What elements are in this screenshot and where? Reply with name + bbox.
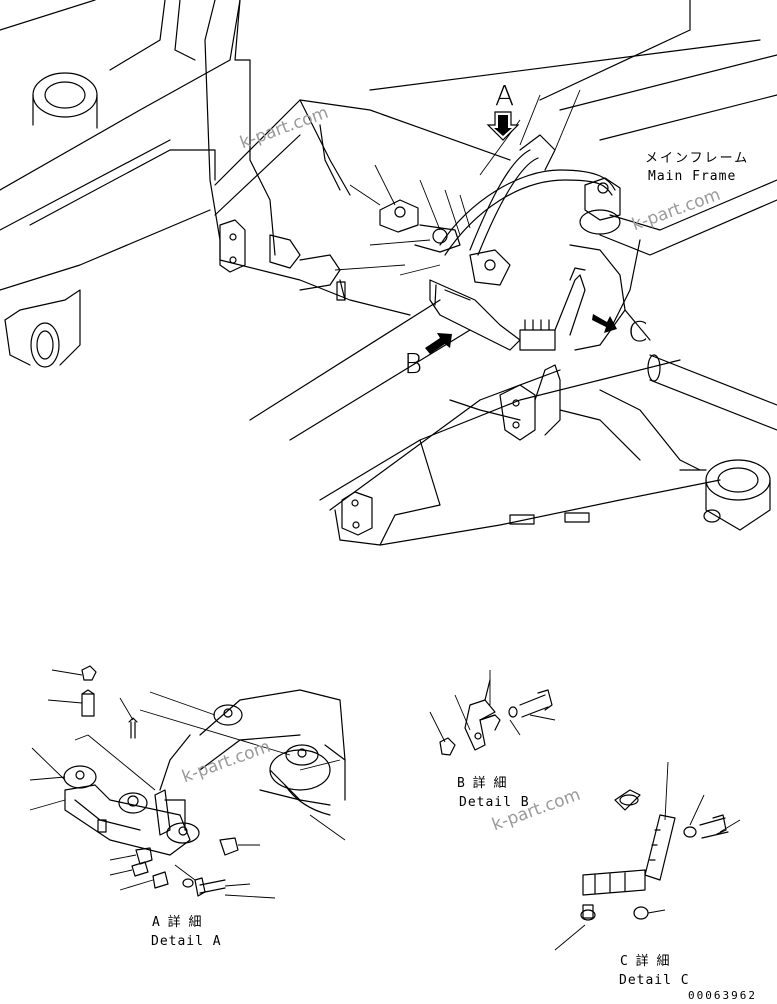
main-frame-label-jp: メインフレーム [645,151,750,166]
detail-a-caption-jp: A 詳 細 [152,915,202,930]
pivot-bushing-rear [679,459,771,531]
detail-b-caption-en: Detail B [459,795,530,810]
view-label-a: A [495,79,515,112]
pivot-bushing-upper [32,72,98,129]
view-label-b: B [404,347,423,380]
bracket-b [429,279,521,351]
detail-b-drawing [429,670,556,756]
view-arrow-c [592,314,617,333]
manifold-c [519,267,586,351]
detail-b-caption-jp: B 詳 細 [457,776,507,791]
detail-a-caption-en: Detail A [151,934,222,949]
mount-plate-left [341,491,373,536]
detail-c-caption-jp: C 詳 細 [620,954,670,969]
view-label-c: C [628,315,648,348]
detail-a-drawing [29,665,346,899]
side-bracket-left [219,219,346,301]
grease-block-a [379,177,621,286]
view-arrow-b [425,333,452,354]
detail-c-drawing [554,761,741,951]
center-bracket [499,364,561,441]
drawing-number: 00063962 [688,989,757,1002]
cross-shaft [599,179,777,431]
main-assembly [0,0,777,546]
main-frame-label-en: Main Frame [648,169,737,184]
detail-c-caption-en: Detail C [619,973,690,988]
view-arrow-a [486,111,520,141]
pivot-bushing-lower [4,289,81,368]
